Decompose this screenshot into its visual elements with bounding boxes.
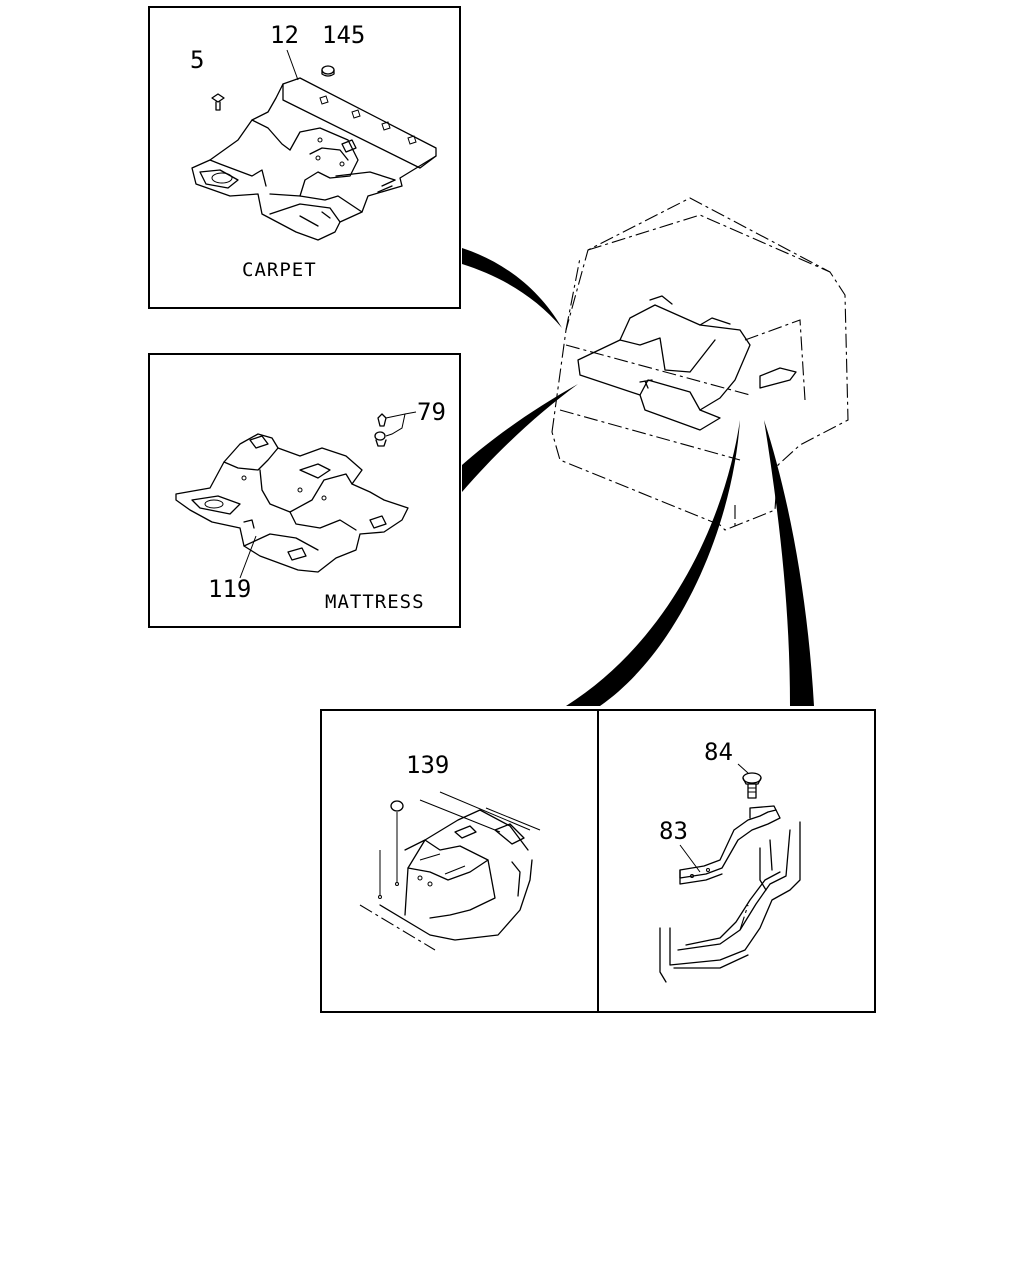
connector-plug-detail — [566, 420, 740, 706]
connector-carpet — [462, 248, 562, 328]
callout-5: 5 — [190, 46, 204, 74]
fastener-part — [374, 413, 406, 447]
carpet-panel: 5 12 145 CARPET — [148, 6, 461, 309]
grommet-part — [321, 65, 335, 77]
bracket-detail-illustration — [659, 805, 801, 983]
connector-bracket-detail — [764, 420, 814, 706]
mattress-caption: MATTRESS — [325, 591, 425, 613]
callout-139: 139 — [406, 751, 449, 779]
bolt-part — [742, 772, 762, 799]
callout-119: 119 — [208, 575, 251, 603]
callout-84: 84 — [704, 738, 733, 766]
clip-part — [211, 93, 225, 111]
cab-overview — [551, 197, 849, 531]
callout-145: 145 — [322, 21, 365, 49]
connector-wedges — [462, 248, 814, 706]
detail-panels: 139 84 83 — [320, 709, 876, 1013]
mattress-panel: 79 119 MATTRESS — [148, 353, 461, 628]
plug-detail-illustration — [359, 791, 541, 951]
carpet-caption: CARPET — [242, 259, 317, 281]
carpet-illustration — [191, 77, 437, 241]
mattress-illustration — [175, 433, 409, 573]
callout-12: 12 — [270, 21, 299, 49]
callout-83: 83 — [659, 817, 688, 845]
connector-mattress — [462, 384, 578, 492]
callout-79: 79 — [417, 398, 446, 426]
